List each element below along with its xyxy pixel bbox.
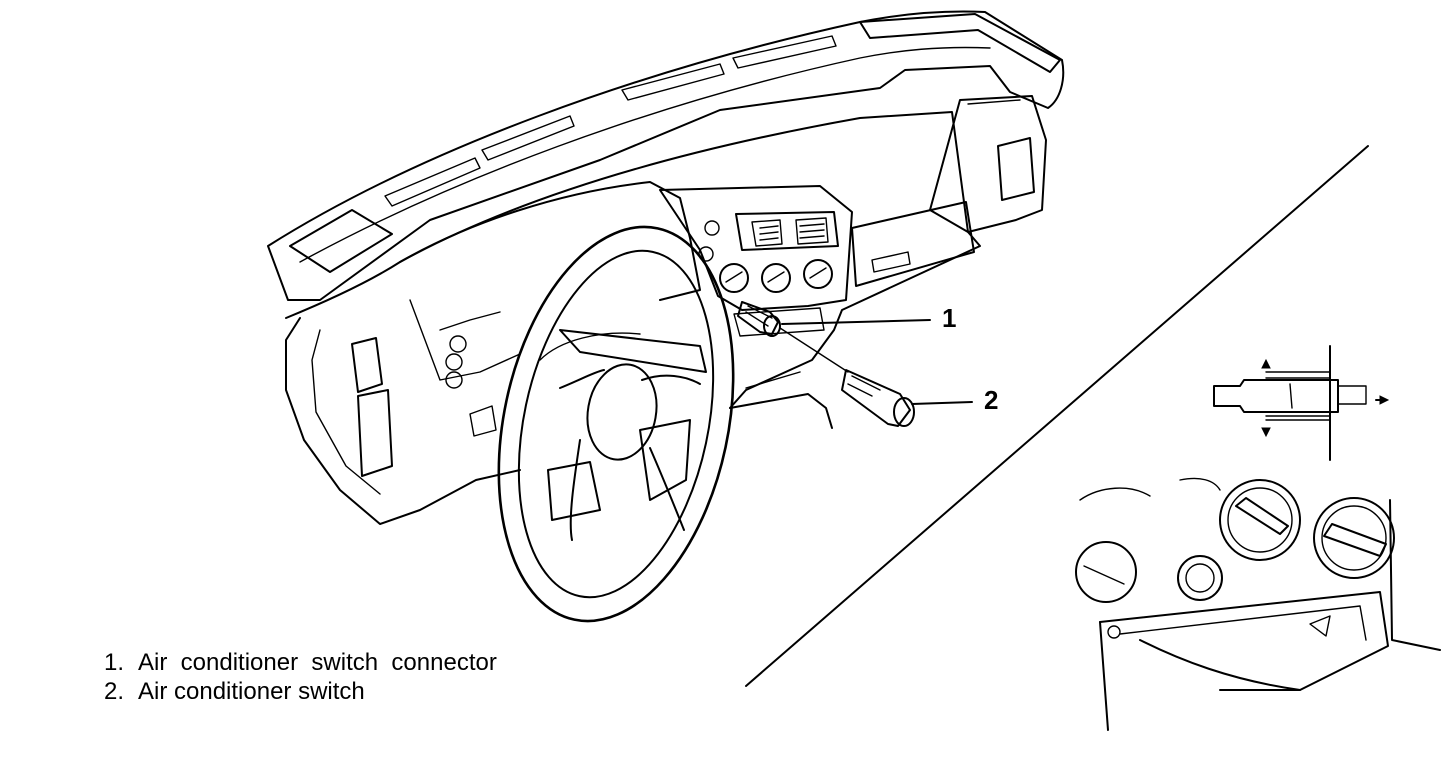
switch-release-detail (1213, 345, 1390, 461)
divider-line (745, 145, 1369, 687)
legend-item-number: 2. (104, 678, 125, 705)
legend-item: 1. Air conditioner switch connector (104, 648, 497, 677)
switch-removal-closeup (1075, 477, 1441, 731)
callout-label-1: 1 (942, 303, 956, 333)
arrow-right-icon (1379, 395, 1390, 405)
legend-item: 2. Air conditioner switch (104, 677, 497, 706)
legend-item-number: 1. (104, 649, 125, 676)
air-conditioner-switch-connector (737, 301, 781, 337)
callout-leader-2 (911, 401, 973, 405)
callout-leader-1 (781, 319, 931, 325)
callout-label-2: 2 (984, 385, 998, 415)
dashboard-illustration (267, 10, 1065, 623)
air-conditioner-switch (841, 369, 915, 427)
legend: 1. Air conditioner switch connector 2. Air… (104, 648, 497, 706)
legend-item-text: Air conditioner switch connector (138, 649, 497, 676)
connector-wire (779, 327, 849, 373)
arrow-up-icon (1261, 358, 1271, 369)
legend-item-text: Air conditioner switch (138, 678, 365, 705)
arrow-down-icon (1261, 427, 1271, 438)
